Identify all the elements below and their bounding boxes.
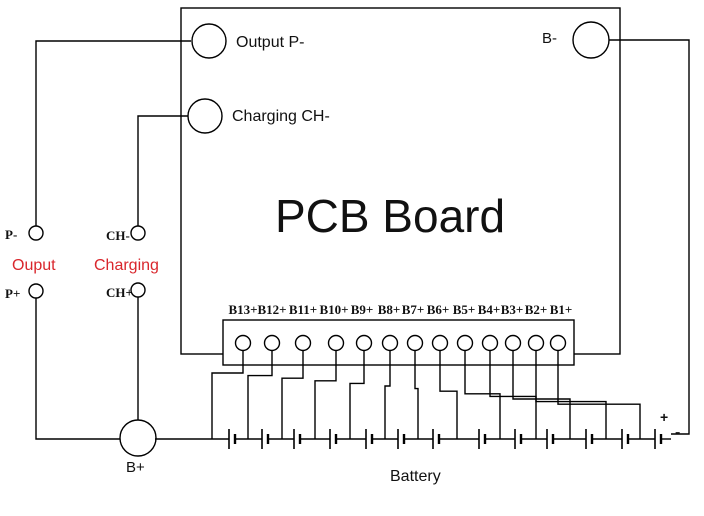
output-terminal <box>191 23 227 59</box>
balance-label-b9-plus: B9+ <box>351 302 374 317</box>
balance-label-b5-plus: B5+ <box>453 302 476 317</box>
balance-label-b12-plus: B12+ <box>257 302 286 317</box>
output-wire <box>35 40 191 226</box>
balance-labels: B13+B12+B11+B10+B9+ B8+B7+B6+B5+B4+B3+B2+… <box>228 302 572 317</box>
p-plus-label: P+ <box>5 286 20 301</box>
balance-terminal-7 <box>406 334 424 352</box>
charging-terminal <box>187 98 223 134</box>
balance-wires <box>211 351 641 439</box>
balance-terminal-3 <box>294 334 312 352</box>
balance-wire-6 <box>384 351 391 439</box>
balance-label-b6-plus: B6+ <box>427 302 450 317</box>
balance-wire-3 <box>281 351 304 439</box>
ch-minus-terminal <box>130 225 146 241</box>
p-plus-wire <box>35 298 121 440</box>
bplus-junction <box>119 419 157 457</box>
battery-cell-chain <box>155 429 671 449</box>
balance-wire-5 <box>349 351 365 439</box>
balance-label-b13-plus: B13+ <box>228 302 257 317</box>
balance-terminal-4 <box>327 334 345 352</box>
balance-terminal-9 <box>456 334 474 352</box>
balance-terminal-1 <box>234 334 252 352</box>
balance-terminal-12 <box>527 334 545 352</box>
p-plus-terminal <box>28 283 44 299</box>
balance-label-b8-plus: B8+ <box>378 302 401 317</box>
output-terminal-label: Output P- <box>236 34 304 51</box>
bminus-terminal <box>572 21 610 59</box>
bplus-label: B+ <box>126 459 145 476</box>
p-minus-label: P- <box>5 227 17 242</box>
charging-caption: Charging <box>94 257 159 274</box>
balance-label-b2-plus: B2+ <box>525 302 548 317</box>
ch-minus-label: CH- <box>106 228 130 243</box>
ch-plus-label: CH+ <box>106 285 133 300</box>
balance-terminal-13 <box>549 334 567 352</box>
board-title: PCB Board <box>275 190 505 242</box>
balance-wire-13 <box>557 351 641 439</box>
bminus-wire <box>609 39 690 435</box>
polarity-minus: - <box>675 424 680 441</box>
balance-circles <box>234 334 567 352</box>
pcb-board-outline <box>180 7 621 355</box>
balance-terminal-11 <box>504 334 522 352</box>
output-caption: Ouput <box>12 257 56 274</box>
balance-label-b3-plus: B3+ <box>501 302 524 317</box>
balance-terminal-10 <box>481 334 499 352</box>
balance-terminal-5 <box>355 334 373 352</box>
balance-wire-9 <box>464 351 501 439</box>
p-minus-terminal <box>28 225 44 241</box>
balance-label-b4-plus: B4+ <box>478 302 501 317</box>
balance-label-b10-plus: B10+ <box>319 302 348 317</box>
balance-terminal-6 <box>381 334 399 352</box>
balance-wire-8 <box>439 351 458 439</box>
battery-label: Battery <box>390 468 441 485</box>
balance-terminal-8 <box>431 334 449 352</box>
balance-wire-7 <box>414 351 419 439</box>
balance-label-b7-plus: B7+ <box>402 302 425 317</box>
ch-plus-terminal <box>130 282 146 298</box>
charging-wire <box>137 115 188 226</box>
balance-wire-2 <box>247 351 273 439</box>
balance-terminal-2 <box>263 334 281 352</box>
charging-terminal-label: Charging CH- <box>232 108 330 125</box>
bminus-label: B- <box>542 30 557 47</box>
balance-wire-11 <box>512 351 571 439</box>
balance-wire-4 <box>314 351 337 439</box>
balance-wire-12 <box>535 351 607 439</box>
balance-wire-1 <box>211 351 244 439</box>
balance-label-b1-plus: B1+ <box>550 302 573 317</box>
balance-label-b11-plus: B11+ <box>289 302 317 317</box>
polarity-plus: + <box>660 409 668 425</box>
